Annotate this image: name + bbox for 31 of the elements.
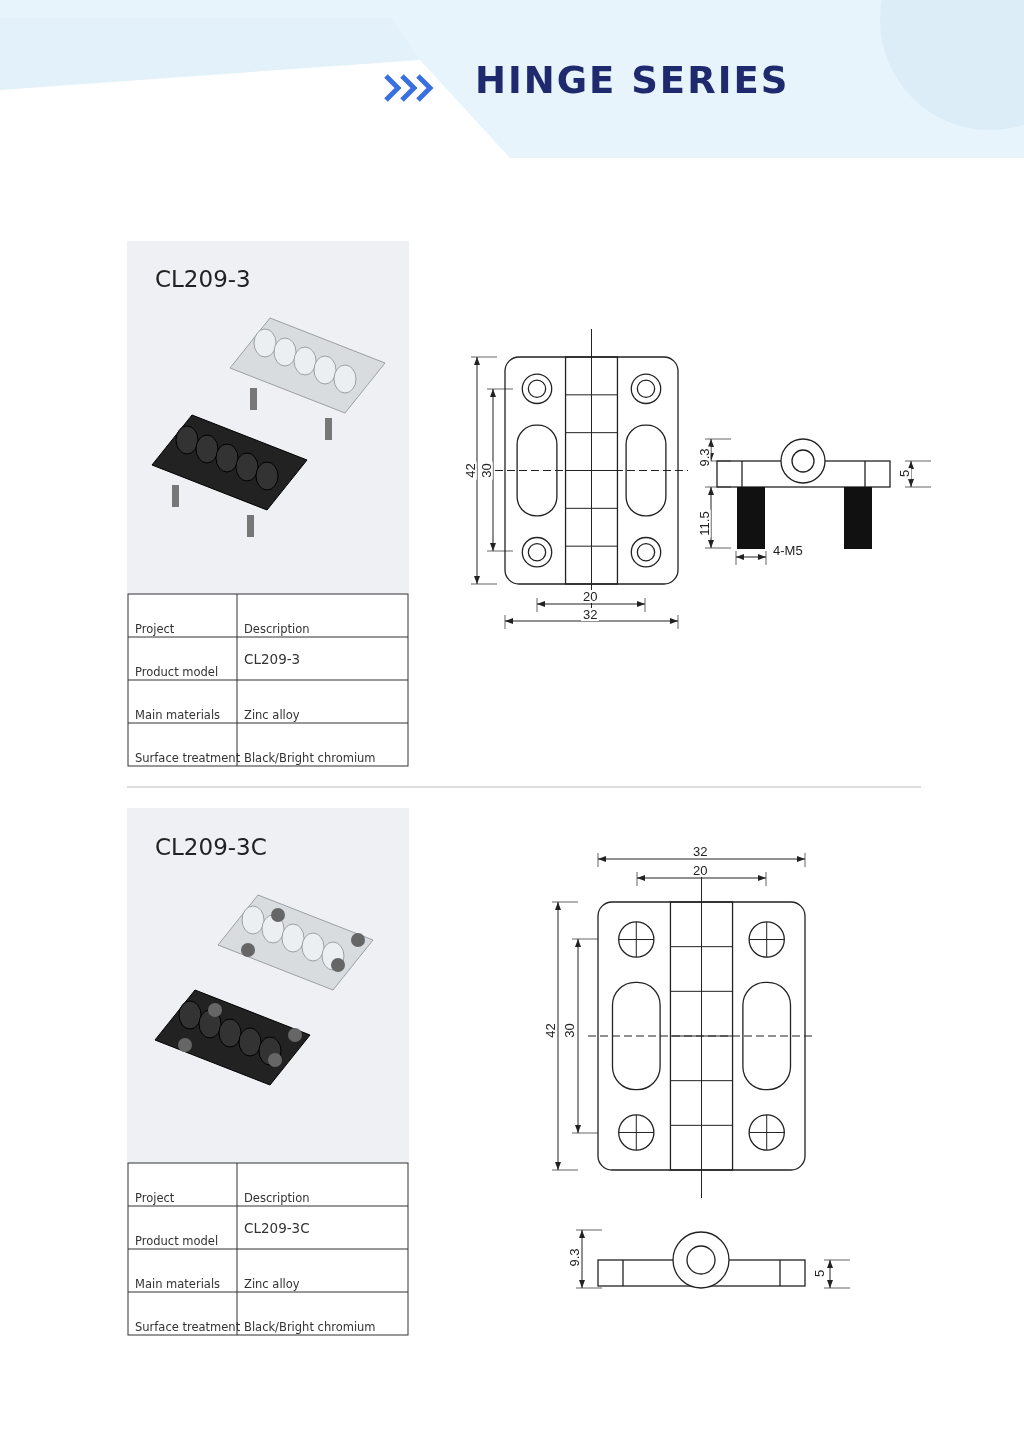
dimension-value: 9.3 (697, 445, 711, 469)
table-text: Project (135, 624, 175, 636)
table-text: Black/Bright chromium (244, 753, 376, 765)
table-text: Description (244, 1193, 310, 1205)
table-text: CL209-3C (244, 1222, 310, 1236)
dimension-value: 20 (581, 589, 600, 603)
model-title: CL209-3C (155, 836, 267, 859)
dimension-value: 20 (691, 863, 710, 877)
dimension-value: 32 (691, 844, 710, 858)
table-text: Main materials (135, 1279, 221, 1291)
page-title: HINGE SERIES (475, 62, 790, 99)
table-text: Black/Bright chromium (244, 1322, 376, 1334)
dimension-value: 5 (897, 467, 911, 479)
dimension-value: 30 (479, 460, 493, 480)
dimension-value: 11.5 (697, 508, 711, 538)
model-title: CL209-3 (155, 268, 251, 291)
dimension-value: 30 (562, 1020, 576, 1040)
table-text: Surface treatment (135, 1322, 241, 1334)
dimension-value: 32 (581, 607, 600, 621)
table-text: Description (244, 624, 310, 636)
table-text: Product model (135, 667, 219, 679)
table-text: Main materials (135, 710, 221, 722)
table-text: Project (135, 1193, 175, 1205)
table-text: Zinc alloy (244, 1279, 300, 1291)
table-text: Surface treatment (135, 753, 241, 765)
table-text: Product model (135, 1236, 219, 1248)
table-text: CL209-3 (244, 653, 301, 667)
dimension-value: 5 (812, 1267, 826, 1279)
dimension-value: 42 (463, 460, 477, 480)
table-text: Zinc alloy (244, 710, 300, 722)
dimension-value: 4-M5 (771, 543, 805, 557)
